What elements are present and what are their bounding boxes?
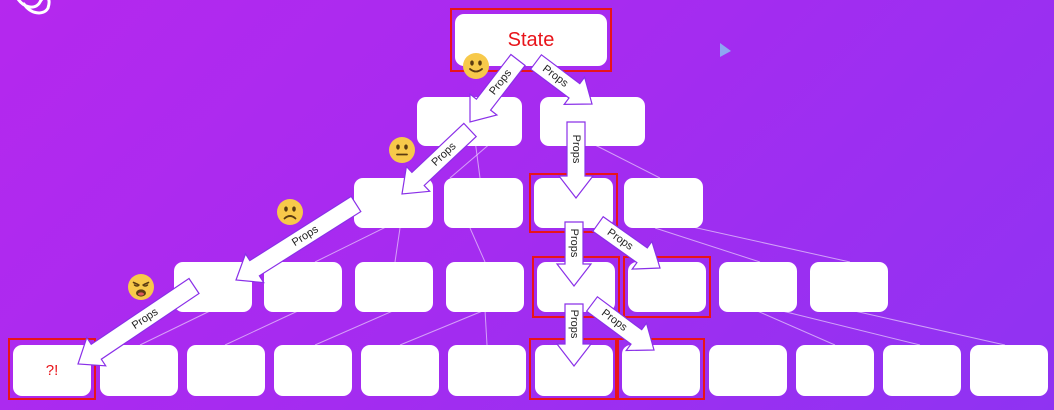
connector-line <box>224 309 301 346</box>
node-highlight <box>617 338 705 400</box>
tree-node <box>100 345 178 396</box>
connector-line <box>474 139 481 179</box>
props-arrow-shape <box>555 221 593 287</box>
props-arrow-shape <box>401 122 478 195</box>
unknown-leaf-node: ?! <box>13 345 91 396</box>
connector-line <box>399 309 486 346</box>
connector-line <box>314 224 391 263</box>
connector-line <box>469 227 486 263</box>
connector-line <box>314 309 396 346</box>
props-arrow: Props <box>591 215 661 270</box>
props-label: Props <box>570 135 582 164</box>
connector-line <box>484 309 488 346</box>
cursor-icon <box>720 43 731 57</box>
props-label: Props <box>568 229 580 258</box>
tree-node <box>446 262 524 312</box>
props-arrow-shape <box>469 53 526 123</box>
props-arrow-shape <box>591 215 661 270</box>
props-arrow-shape <box>557 121 595 199</box>
tree-node <box>264 262 342 312</box>
unknown-leaf-highlight <box>8 338 96 400</box>
tree-node <box>355 262 433 312</box>
props-arrow: Props <box>585 295 655 352</box>
logo-icon <box>17 0 51 15</box>
slightly-smiling-face-icon <box>463 53 489 79</box>
connector-line <box>769 307 921 346</box>
connector-line <box>139 309 213 346</box>
props-arrow: Props <box>555 221 593 287</box>
tree-node <box>448 345 526 396</box>
tree-node <box>444 178 523 228</box>
connector-line <box>394 227 401 263</box>
props-arrow: Props <box>401 122 478 195</box>
connector-line <box>669 221 851 263</box>
frowning-face-icon <box>277 199 303 225</box>
tree-node <box>274 345 352 396</box>
tree-node <box>810 262 888 312</box>
props-arrow: Props <box>557 121 595 199</box>
props-arrow-shape <box>555 303 593 367</box>
tree-node <box>187 345 265 396</box>
tree-node <box>624 178 703 228</box>
tree-node <box>796 345 874 396</box>
tree-node <box>709 345 787 396</box>
tree-node <box>628 262 706 312</box>
connector-line <box>754 309 836 346</box>
tree-node <box>719 262 797 312</box>
tree-node <box>883 345 961 396</box>
state-node-highlight <box>450 8 612 72</box>
tree-node <box>540 97 645 146</box>
props-arrow-shape <box>529 53 593 106</box>
props-arrow-shape <box>235 195 362 284</box>
props-arrow: Props <box>529 53 593 106</box>
weary-face-icon <box>128 274 154 300</box>
tree-node <box>361 345 439 396</box>
node-highlight <box>623 256 711 318</box>
connector-line <box>849 309 1006 346</box>
props-arrow-shape <box>585 295 655 352</box>
connector-line <box>594 144 661 179</box>
tree-node <box>970 345 1048 396</box>
props-arrow: Props <box>555 303 593 367</box>
neutral-face-icon <box>389 137 415 163</box>
tree-node <box>622 345 700 396</box>
props-arrow-shape <box>77 277 200 367</box>
state-label: State <box>507 28 555 51</box>
unknown-leaf-label: ?! <box>45 362 59 379</box>
state-node: State <box>455 14 607 66</box>
connector-line <box>654 227 761 263</box>
props-label: Props <box>568 310 580 339</box>
